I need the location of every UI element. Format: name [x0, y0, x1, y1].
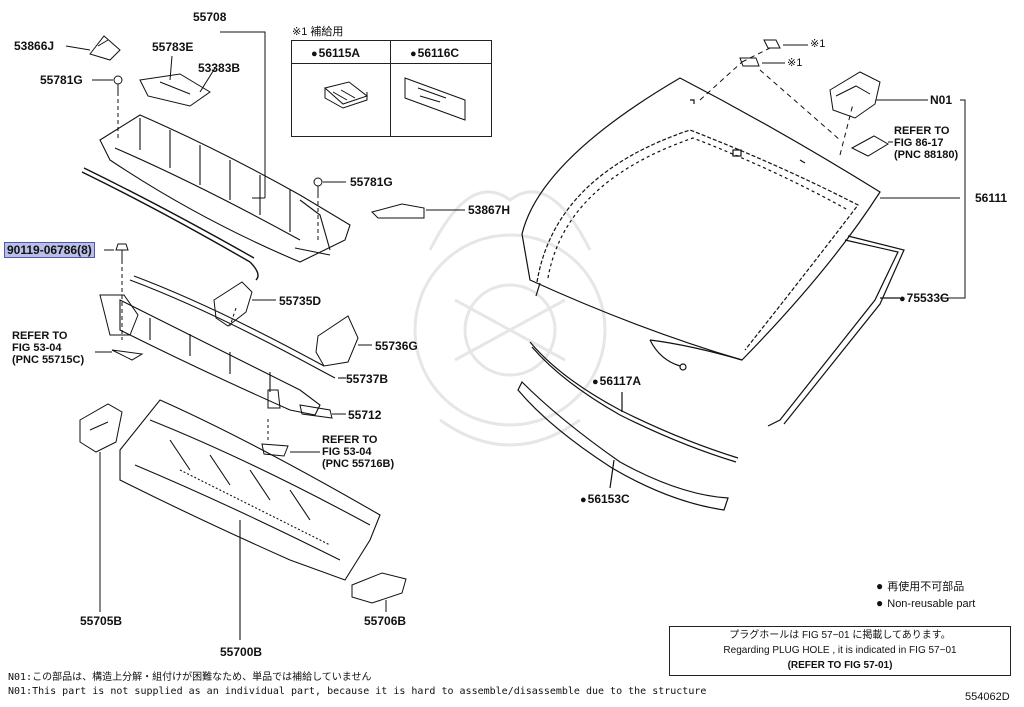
- bracket-n01: [829, 71, 928, 119]
- part-label-56117A[interactable]: 56117A: [592, 374, 641, 389]
- part-label-75533G[interactable]: 75533G: [899, 291, 950, 306]
- part-label-55783E[interactable]: 55783E: [152, 40, 194, 54]
- supply-table-title: ※1 補給用: [292, 26, 344, 38]
- part-label-53383B[interactable]: 53383B: [198, 61, 241, 75]
- part-55735D: [213, 281, 276, 327]
- part-label-55781G-top[interactable]: 55781G: [40, 73, 83, 87]
- part-55736G: [315, 315, 372, 367]
- refer-line: REFER TO: [12, 330, 68, 342]
- part-label-55736G[interactable]: 55736G: [375, 339, 418, 353]
- part-label-55705B[interactable]: 55705B: [80, 614, 123, 628]
- part-53866J: [65, 35, 121, 61]
- refer-note-55716B[interactable]: REFER TO FIG 53-04 (PNC 55716B): [322, 434, 394, 470]
- refer-line: (PNC 55715C): [12, 354, 85, 366]
- refer-note-88180[interactable]: REFER TO FIG 86-17 (PNC 88180): [894, 125, 958, 161]
- label-brackets: [220, 31, 966, 299]
- part-label-55737B[interactable]: 55737B: [346, 372, 389, 386]
- bracket-leaders: [699, 47, 854, 156]
- weatherstrip-56117A: [529, 341, 739, 463]
- screw-55781G-top: [92, 75, 123, 140]
- windshield-glass: [521, 77, 881, 371]
- refer-line: (PNC 55716B): [322, 458, 395, 470]
- part-label-56153C[interactable]: 56153C: [580, 492, 630, 507]
- bolt-90119: [104, 243, 129, 340]
- refer-line: REFER TO: [894, 125, 950, 137]
- legend-jp: 再使用不可部品: [887, 581, 965, 593]
- refer-line: FIG 53-04: [12, 342, 62, 354]
- part-label-55712[interactable]: 55712: [348, 408, 382, 422]
- plug-note-jp: プラグホールは FIG 57−01 に掲載してあります。: [729, 630, 951, 641]
- part-label-N01[interactable]: N01: [930, 93, 953, 107]
- bracket-55716B: [261, 418, 320, 457]
- side-molding-75533G: [767, 235, 905, 427]
- lower-molding-56153C: [517, 380, 729, 511]
- cowl-panel-55700B: [119, 399, 381, 640]
- supply-table-body-2: [390, 63, 492, 137]
- legend-row-en: ●Non-reusable part: [876, 595, 975, 612]
- part-label-53866J[interactable]: 53866J: [14, 39, 55, 53]
- refer-note-55715C[interactable]: REFER TO FIG 53-04 (PNC 55715C): [12, 330, 84, 366]
- refer-line: FIG 86-17: [894, 137, 944, 149]
- refer-line: FIG 53-04: [322, 446, 372, 458]
- plug-hole-note: プラグホールは FIG 57−01 に掲載してあります。 Regarding P…: [669, 626, 1011, 676]
- part-label-90119-06786[interactable]: 90119-06786(8): [4, 242, 95, 258]
- dot-icon: ●: [876, 596, 884, 610]
- refer-line: REFER TO: [322, 434, 378, 446]
- plug-note-en: Regarding PLUG HOLE , it is indicated in…: [723, 645, 957, 656]
- diagram-id: 554062D: [965, 691, 1010, 703]
- legend-row-jp: ●再使用不可部品: [876, 578, 975, 595]
- screw-55781G-mid: [313, 177, 346, 240]
- tape-note-top: ※1: [810, 38, 826, 50]
- watermark-emblem: [413, 190, 607, 447]
- cowl-seal: [81, 167, 259, 281]
- part-label-56111[interactable]: 56111: [975, 191, 1008, 205]
- part-53867H: [371, 203, 465, 219]
- part-label-55735D[interactable]: 55735D: [279, 294, 322, 308]
- supply-table-body-1: [291, 63, 391, 137]
- panel-55737B: [119, 275, 346, 416]
- part-label-55708[interactable]: 55708: [193, 10, 227, 24]
- clip-56116C: [404, 77, 466, 121]
- part-label-53867H[interactable]: 53867H: [468, 203, 511, 217]
- plug-note-ref[interactable]: (REFER TO FIG 57-01): [787, 660, 893, 671]
- supply-col2-label[interactable]: 56116C: [410, 46, 459, 61]
- footnote-jp: N01:この部品は、構造上分解・組付けが困難なため、単品では補給していません: [8, 672, 372, 683]
- part-55783E: [139, 55, 216, 107]
- footnote-en: N01:This part is not supplied as an indi…: [8, 686, 707, 697]
- part-55712: [267, 389, 346, 419]
- dot-icon: ●: [876, 579, 884, 593]
- legend: ●再使用不可部品 ●Non-reusable part: [876, 578, 975, 612]
- legend-en: Non-reusable part: [887, 598, 976, 610]
- refer-line: (PNC 88180): [894, 149, 959, 161]
- sensor-part: [850, 135, 893, 157]
- clip-56115A: [323, 81, 369, 109]
- supply-col1-label[interactable]: 56115A: [311, 46, 360, 61]
- tape-note-mid: ※1: [787, 57, 803, 69]
- part-label-55706B[interactable]: 55706B: [364, 614, 407, 628]
- left-bracket: [95, 294, 144, 361]
- louver-55708: [99, 114, 351, 263]
- tape-pieces: [739, 39, 808, 67]
- bracket-55706B: [351, 572, 407, 612]
- bracket-55705B: [79, 403, 123, 612]
- part-label-55781G-mid[interactable]: 55781G: [350, 175, 393, 189]
- part-label-55700B[interactable]: 55700B: [220, 645, 263, 659]
